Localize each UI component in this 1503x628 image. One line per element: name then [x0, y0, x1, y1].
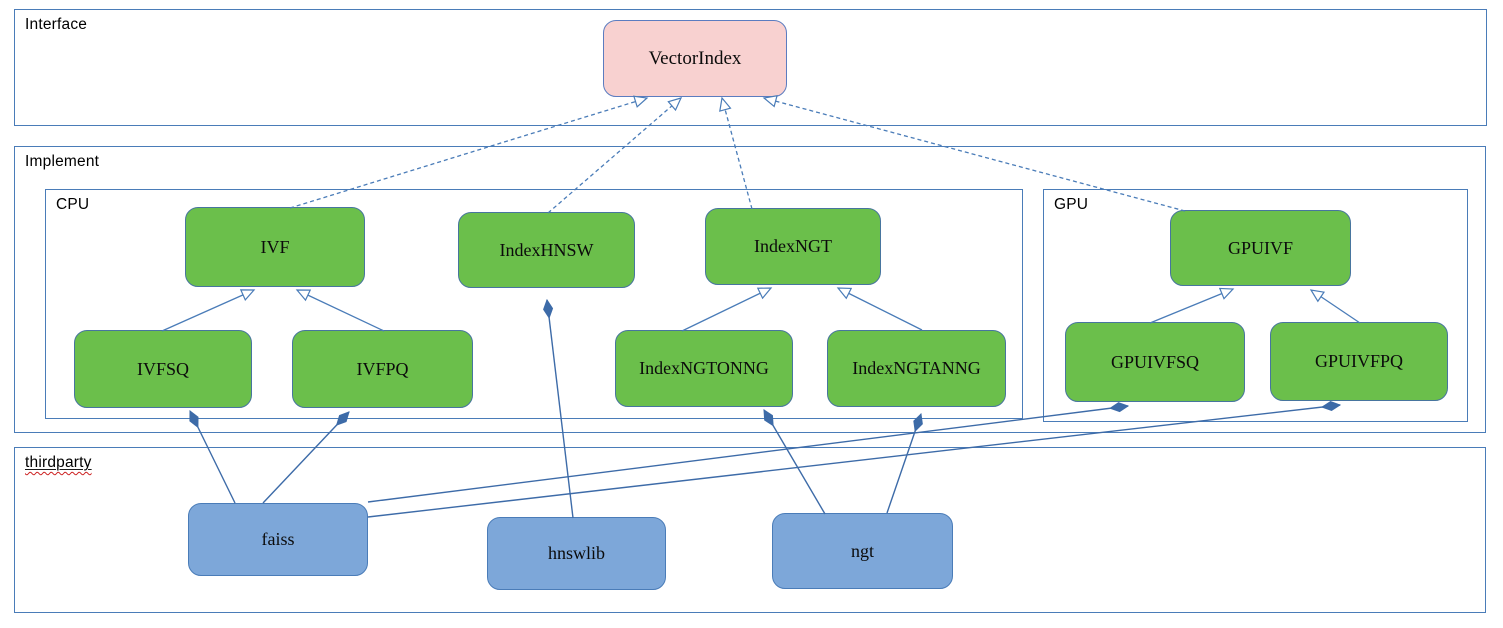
node-vectorindex[interactable]: VectorIndex — [603, 20, 787, 97]
node-gpuivfpq-label: GPUIVFPQ — [1314, 351, 1404, 371]
node-ivfpq[interactable]: IVFPQ — [292, 330, 473, 408]
container-thirdparty-label-text: thirdparty — [25, 454, 92, 471]
node-indexngtanng[interactable]: IndexNGTANNG — [827, 330, 1006, 407]
container-implement-label: Implement — [25, 153, 100, 170]
node-ivf-label: IVF — [260, 236, 290, 257]
node-gpuivf[interactable]: GPUIVF — [1170, 210, 1351, 286]
node-indexngtonng[interactable]: IndexNGTONNG — [615, 330, 793, 407]
node-vectorindex-label: VectorIndex — [648, 47, 742, 69]
node-ivfsq[interactable]: IVFSQ — [74, 330, 252, 408]
container-interface-label: Interface — [25, 16, 88, 33]
container-cpu-label: CPU — [56, 196, 90, 213]
node-indexhnsw-label: IndexHNSW — [499, 239, 594, 260]
node-indexngt-label: IndexNGT — [754, 236, 832, 256]
node-gpuivf-label: GPUIVF — [1227, 237, 1293, 258]
node-indexngtonng-label: IndexNGTONNG — [639, 358, 769, 378]
node-hnswlib[interactable]: hnswlib — [487, 517, 666, 590]
container-thirdparty-label: thirdparty — [25, 454, 92, 472]
node-hnswlib-label: hnswlib — [547, 543, 605, 563]
node-ngt-label: ngt — [850, 540, 874, 561]
node-ngt[interactable]: ngt — [772, 513, 953, 589]
node-ivfsq-label: IVFSQ — [136, 358, 189, 379]
node-gpuivfsq[interactable]: GPUIVFSQ — [1065, 322, 1245, 402]
node-ivfpq-label: IVFPQ — [356, 358, 409, 379]
node-ivf[interactable]: IVF — [185, 207, 365, 287]
node-faiss[interactable]: faiss — [188, 503, 368, 576]
node-gpuivfsq-label: GPUIVFSQ — [1110, 351, 1200, 372]
node-indexngtanng-label: IndexNGTANNG — [852, 358, 981, 378]
node-indexngt[interactable]: IndexNGT — [705, 208, 881, 285]
node-faiss-label: faiss — [261, 529, 295, 549]
node-gpuivfpq[interactable]: GPUIVFPQ — [1270, 322, 1448, 401]
node-indexhnsw[interactable]: IndexHNSW — [458, 212, 635, 288]
container-gpu-label: GPU — [1054, 196, 1089, 213]
